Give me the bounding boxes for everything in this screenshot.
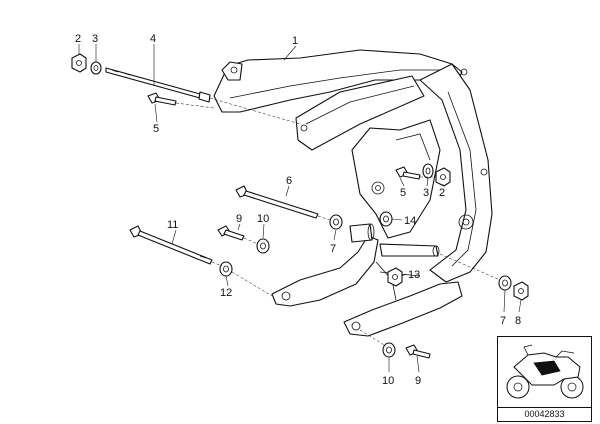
alignment-lines [175,97,501,347]
callout-6: 6 [286,175,292,187]
callout-3-lower: 3 [423,187,429,199]
bolt-part-6 [235,185,319,219]
bolt-part-9-lower [405,344,431,359]
washer-part-7-right [498,275,512,291]
callout-11: 11 [167,219,178,231]
callout-14: 14 [404,215,416,227]
bolt-part-4 [105,67,211,103]
callout-3-upper: 3 [92,33,98,45]
callout-4: 4 [150,33,156,45]
callout-5-upper: 5 [153,123,159,135]
callout-5-lower: 5 [400,187,406,199]
callout-9-lower: 9 [415,375,421,387]
main-frame [213,49,493,337]
callout-2-upper: 2 [75,33,81,45]
washer-part-3-lower [422,163,434,179]
bolt-part-5-upper [147,92,177,106]
washer-part-12 [219,261,233,277]
callout-9-upper: 9 [236,213,242,225]
callout-12: 12 [220,287,232,299]
nut-part-8 [513,281,529,301]
reference-number: 00042833 [497,407,592,422]
motorcycle-thumbnail [497,336,592,408]
callout-13: 13 [408,269,420,281]
nut-part-13 [387,267,403,287]
callout-10-upper: 10 [257,213,269,225]
callout-8: 8 [515,315,521,327]
leader-lines [78,44,522,373]
nut-part-2-upper [71,53,87,73]
callout-2-lower: 2 [439,187,445,199]
motorcycle-icon [506,344,584,399]
callout-7-middle: 7 [330,243,336,255]
callout-labels: 1 2 3 4 5 6 5 3 2 9 10 14 11 7 13 12 7 8… [75,33,521,387]
callout-10-lower: 10 [382,375,394,387]
bolt-part-5-lower [395,166,421,180]
washer-part-7-middle [329,214,343,230]
washer-part-10-lower [382,342,396,358]
callout-1: 1 [292,35,298,47]
nut-part-2-lower [435,167,451,187]
bolt-part-9-upper [217,225,245,241]
fasteners [71,53,529,359]
bolt-part-11 [129,225,213,265]
washer-part-10-upper [256,238,270,254]
washer-part-14 [379,211,393,227]
washer-part-3-upper [90,61,102,75]
callout-7-right: 7 [500,315,506,327]
